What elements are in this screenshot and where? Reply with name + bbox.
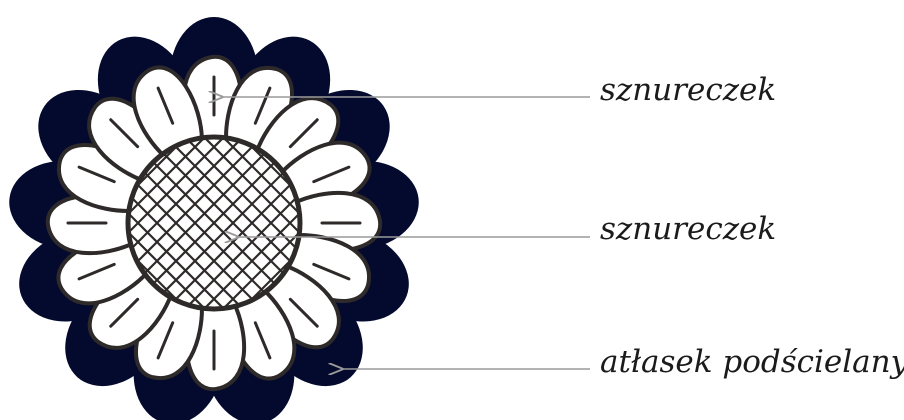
callout-bottom: atłasek podścielany — [342, 344, 904, 380]
label-top: sznureczek — [600, 72, 776, 108]
label-middle: sznureczek — [600, 211, 776, 247]
label-bottom: atłasek podścielany — [600, 344, 904, 380]
